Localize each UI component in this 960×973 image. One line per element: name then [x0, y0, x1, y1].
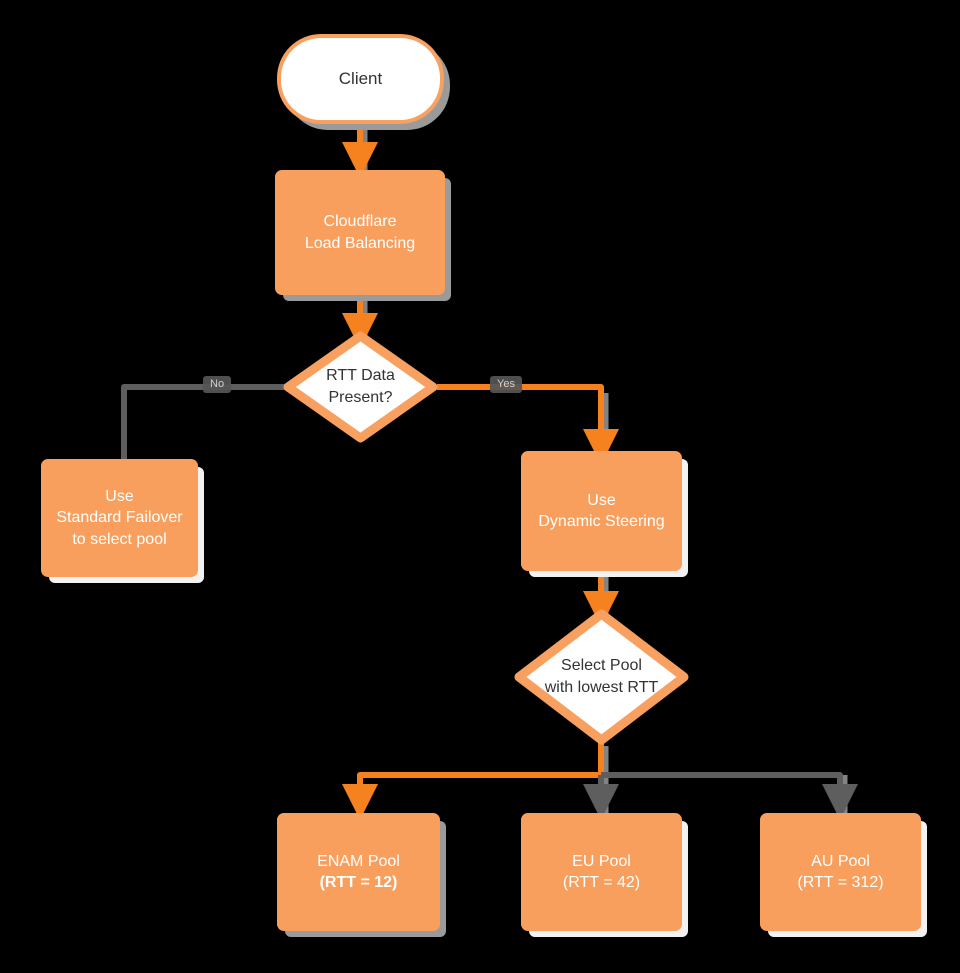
failover-line-3: to select pool: [72, 530, 167, 548]
edge-yes-branch: [437, 384, 619, 465]
node-eu-pool-label: EU Pool (RTT = 42): [563, 851, 640, 893]
eu-line-1: EU Pool: [572, 852, 631, 870]
node-au-pool[interactable]: AU Pool (RTT = 312): [760, 813, 921, 931]
edge-selectpool-to-au: [601, 772, 858, 820]
node-au-pool-label: AU Pool (RTT = 312): [797, 851, 883, 893]
node-client[interactable]: Client: [277, 34, 444, 124]
enam-line-2: (RTT = 12): [319, 874, 398, 891]
node-cloudflare-load-balancing[interactable]: Cloudflare Load Balancing: [275, 170, 445, 295]
node-client-label: Client: [338, 68, 383, 88]
au-line-1: AU Pool: [811, 852, 870, 870]
enam-line-1: ENAM Pool: [317, 852, 400, 870]
failover-line-2: Standard Failover: [56, 509, 183, 527]
rtt-decision-shape: [283, 331, 438, 443]
node-dynamic-steering-label: Use Dynamic Steering: [538, 490, 664, 532]
edge-label-no: No: [203, 376, 232, 393]
node-standard-failover[interactable]: Use Standard Failover to select pool: [41, 459, 198, 577]
failover-line-1: Use: [105, 488, 134, 506]
node-dynamic-steering[interactable]: Use Dynamic Steering: [521, 451, 682, 571]
select-pool-shape: [514, 609, 689, 745]
node-enam-pool-label: ENAM Pool (RTT = 12): [317, 851, 400, 893]
node-eu-pool[interactable]: EU Pool (RTT = 42): [521, 813, 682, 931]
lb-line-1: Cloudflare: [323, 213, 397, 231]
au-line-2: (RTT = 312): [797, 874, 884, 891]
node-rtt-data-present[interactable]: RTT Data Present?: [282, 330, 439, 444]
edge-label-yes: Yes: [490, 376, 522, 393]
edge-no-branch: [121, 384, 285, 461]
node-enam-pool[interactable]: ENAM Pool (RTT = 12): [277, 813, 440, 931]
node-standard-failover-label: Use Standard Failover to select pool: [56, 486, 182, 549]
eu-line-2: (RTT = 42): [562, 874, 641, 891]
steering-line-2: Dynamic Steering: [538, 513, 665, 530]
steering-line-1: Use: [587, 491, 616, 509]
node-cloudflare-load-balancing-label: Cloudflare Load Balancing: [305, 211, 415, 253]
edge-selectpool-to-enam: [342, 742, 604, 820]
node-select-pool[interactable]: Select Pool with lowest RTT: [513, 608, 690, 746]
lb-line-2: Load Balancing: [304, 234, 416, 252]
